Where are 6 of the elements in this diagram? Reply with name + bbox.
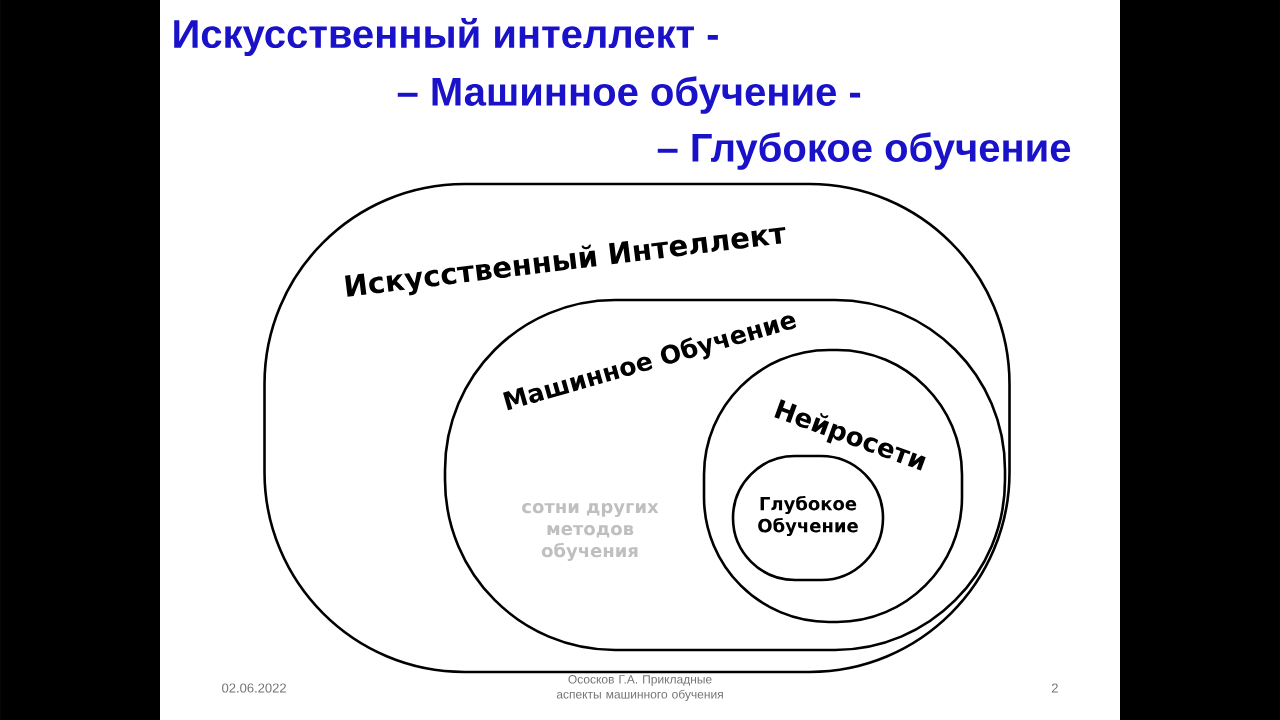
- footer-text: Ососков Г.А. Прикладные аспекты машинного обучения: [556, 675, 723, 701]
- heading-line: – Машинное обучение -: [397, 76, 861, 114]
- date-text: 02.06.2022: [222, 683, 286, 693]
- heading-line: – Глубокое обучение: [657, 132, 1071, 170]
- page-number: 2: [1051, 683, 1058, 693]
- heading-line: Искусственный интеллект -: [174, 17, 718, 57]
